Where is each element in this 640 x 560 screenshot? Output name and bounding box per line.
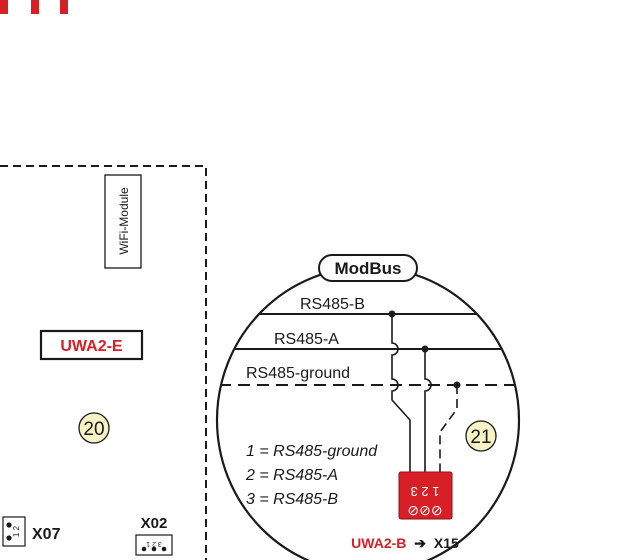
callout-20: 20 [78,412,110,444]
uwa2e-box: UWA2-E [39,329,144,361]
modbus-detail: RS485-B RS485-A RS485-ground 1 = RS485-g… [215,254,521,560]
x07-connector: 1 2 X07 [2,516,61,547]
legend-line-3: 3 = RS485-B [246,491,338,508]
legend-line-2: 2 = RS485-A [245,467,338,484]
connector-arrow: ➔ [414,535,426,551]
wifi-module: WiFi-Module [104,174,142,269]
wire-rs485-ground [439,381,461,472]
terminal-pins: 1 2 3 [411,484,440,499]
wifi-module-label: WiFi-Module [117,187,131,255]
modbus-title: ModBus [334,259,401,278]
x02-pins: 3 2 1 [146,540,162,547]
terminal-block: 1 2 3 ⊘⊘⊘ [398,471,453,520]
callout-21-text: 21 [470,427,491,448]
connector-port: X15 [434,535,459,551]
x02-label: X02 [141,515,168,532]
legend-line-1: 1 = RS485-ground [246,443,378,460]
x07-pins: 1 2 [12,525,21,537]
wire-rs485-a [421,345,432,472]
rs485-b-label: RS485-B [300,296,365,313]
connector-uwa2b: UWA2-B [351,535,406,551]
x07-label: X07 [32,526,61,543]
rs485-ground-label: RS485-ground [246,365,350,382]
connector-label: UWA2-B ➔ X15 [351,535,459,551]
controller-board [0,165,207,560]
terminal-screws: ⊘⊘⊘ [407,502,442,518]
modbus-title-pill: ModBus [318,254,418,282]
uwa2e-label: UWA2-E [60,338,123,355]
callout-21: 21 [465,420,497,452]
callout-20-text: 20 [83,419,104,440]
logo-fragment [0,0,68,14]
rs485-a-label: RS485-A [274,331,339,348]
wire-rs485-b [388,310,411,472]
x02-connector: X02 3 2 1 [135,515,173,556]
